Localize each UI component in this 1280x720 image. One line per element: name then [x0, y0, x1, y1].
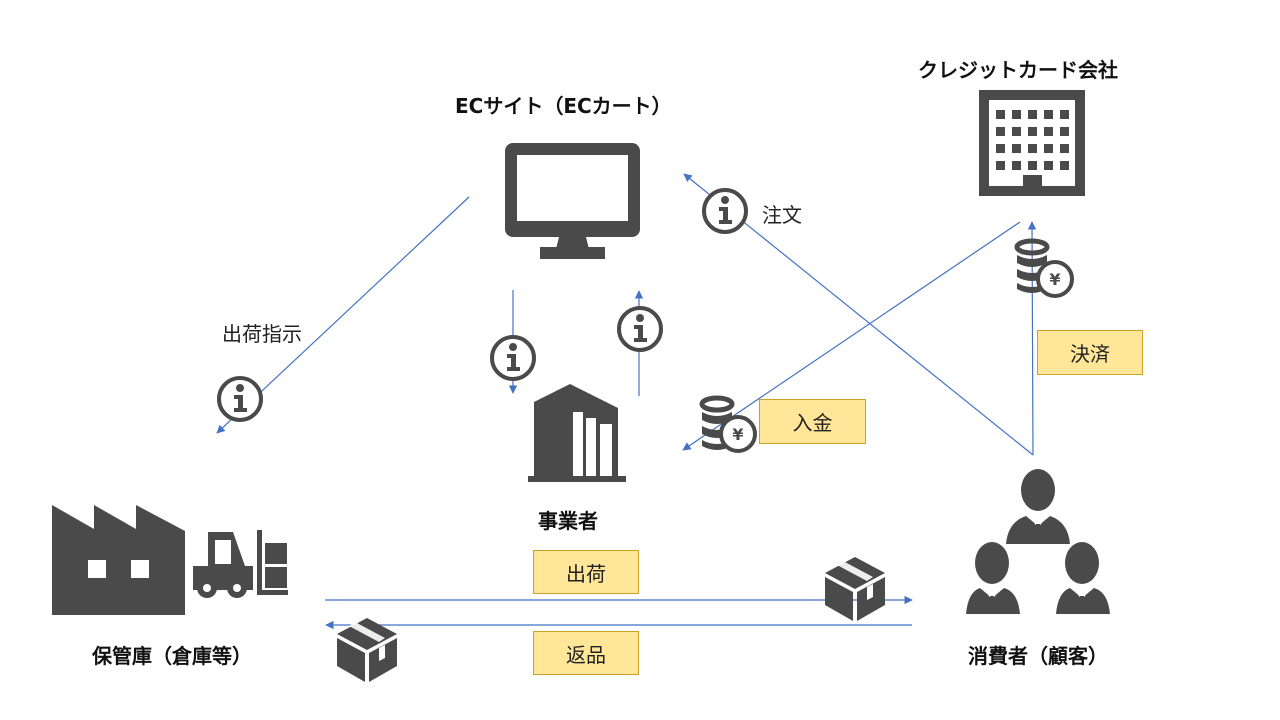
svg-text:¥: ¥: [732, 425, 743, 444]
shipment-tag: 出荷: [533, 550, 639, 594]
person-icon-top: [1006, 469, 1070, 544]
info-icon: [217, 376, 263, 422]
ec-site-label: ECサイト（ECカート）: [455, 94, 672, 118]
info-icon: [617, 306, 663, 352]
monitor-icon: [505, 143, 640, 259]
yen-coins-icon: ¥: [699, 395, 757, 453]
people-icon: [966, 469, 1110, 614]
info-icon: [702, 188, 748, 234]
factory-icon: [52, 505, 185, 615]
office-building-icon: [979, 90, 1085, 196]
info-icon: [490, 335, 536, 381]
package-icon: [825, 557, 885, 621]
order-label: 注文: [762, 203, 802, 227]
person-icon-left: [966, 542, 1020, 614]
credit-card-company-label: クレジットカード会社: [918, 58, 1118, 82]
shipping-instruction-label: 出荷指示: [222, 322, 302, 346]
warehouse-label: 保管庫（倉庫等）: [92, 644, 252, 668]
svg-text:¥: ¥: [1049, 270, 1060, 289]
consumer-label: 消費者（顧客）: [968, 644, 1108, 668]
settlement-tag: 決済: [1037, 330, 1143, 375]
yen-coins-icon: ¥: [1014, 238, 1074, 298]
person-icon-right: [1056, 542, 1110, 614]
arrow-deposit: [682, 221, 1021, 451]
business-label: 事業者: [538, 509, 598, 533]
forklift-icon: [193, 530, 288, 598]
deposit-tag: 入金: [759, 399, 866, 444]
company-building-icon: [528, 384, 626, 482]
returns-tag: 返品: [533, 631, 639, 675]
package-icon: [337, 618, 397, 682]
